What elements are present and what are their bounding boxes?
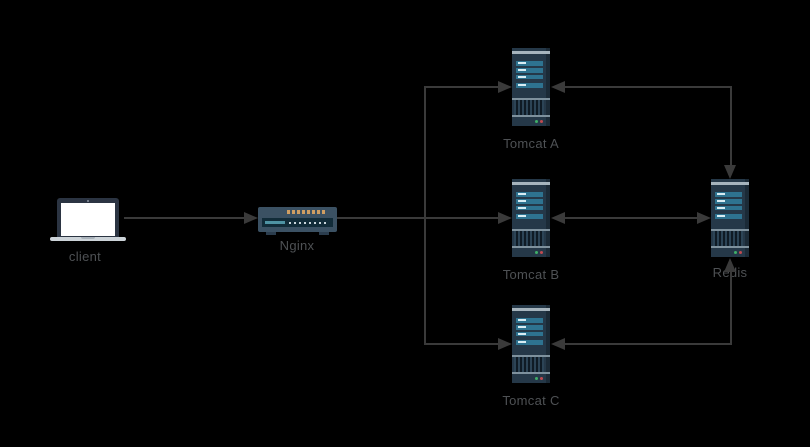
led-green-icon	[535, 251, 538, 254]
edge-client-nginx-arrowhead	[244, 212, 258, 224]
led-red-icon	[739, 251, 742, 254]
router-led-row	[287, 210, 325, 214]
edge-client-nginx-line	[124, 217, 244, 219]
node-label-tomcat-c: Tomcat C	[502, 393, 560, 408]
edge-tomcat-b-redis-arrowhead-left	[551, 212, 565, 224]
router-foot-left	[266, 232, 276, 235]
node-label-redis: Redis	[688, 265, 772, 281]
node-label-tomcat-b: Tomcat B	[502, 267, 560, 282]
laptop-base	[50, 237, 126, 241]
led-green-icon	[535, 377, 538, 380]
edge-tomcat-a-redis-hline	[565, 86, 732, 88]
laptop-screen	[57, 198, 119, 237]
laptop-display	[61, 203, 115, 236]
edge-nginx-tomcat-c-line	[424, 343, 498, 345]
router-port-dots	[289, 222, 326, 224]
server-icon-tomcat-b	[512, 179, 550, 257]
laptop-camera-dot	[87, 200, 89, 202]
led-red-icon	[540, 251, 543, 254]
led-red-icon	[540, 120, 543, 123]
edge-nginx-tomcat-a-line	[424, 86, 498, 88]
node-label-tomcat-a: Tomcat A	[503, 136, 559, 151]
led-green-icon	[535, 120, 538, 123]
laptop-notch	[81, 237, 95, 239]
router-icon	[258, 207, 337, 235]
node-label-client: client	[68, 249, 102, 264]
server-icon-tomcat-a	[512, 48, 550, 126]
led-red-icon	[540, 377, 543, 380]
router-screen-bar	[265, 221, 285, 224]
edge-tomcat-a-redis-vline	[730, 87, 732, 165]
server-icon-redis	[711, 179, 749, 257]
edge-tomcat-a-redis-arrowhead-left	[551, 81, 565, 93]
server-icon-tomcat-c	[512, 305, 550, 383]
node-label-nginx: Nginx	[279, 238, 315, 253]
router-foot-right	[319, 232, 329, 235]
laptop-icon	[50, 198, 126, 241]
edge-tomcat-c-redis-arrowhead-up	[724, 258, 736, 272]
edge-nginx-tomcat-a-arrowhead	[498, 81, 512, 93]
led-green-icon	[734, 251, 737, 254]
edge-tomcat-b-redis-arrowhead-right	[697, 212, 711, 224]
edge-nginx-tomcat-c-arrowhead	[498, 338, 512, 350]
edge-tomcat-c-redis-arrowhead-left	[551, 338, 565, 350]
edge-tomcat-a-redis-arrowhead-down	[724, 165, 736, 179]
edge-branch-vertical-line	[424, 86, 426, 345]
edge-tomcat-c-redis-vline	[730, 272, 732, 344]
edge-tomcat-c-redis-hline	[565, 343, 732, 345]
edge-tomcat-b-redis-line	[565, 217, 697, 219]
edge-nginx-tomcat-b-line	[337, 217, 498, 219]
router-screen	[262, 218, 333, 227]
edge-nginx-tomcat-b-arrowhead	[498, 212, 512, 224]
